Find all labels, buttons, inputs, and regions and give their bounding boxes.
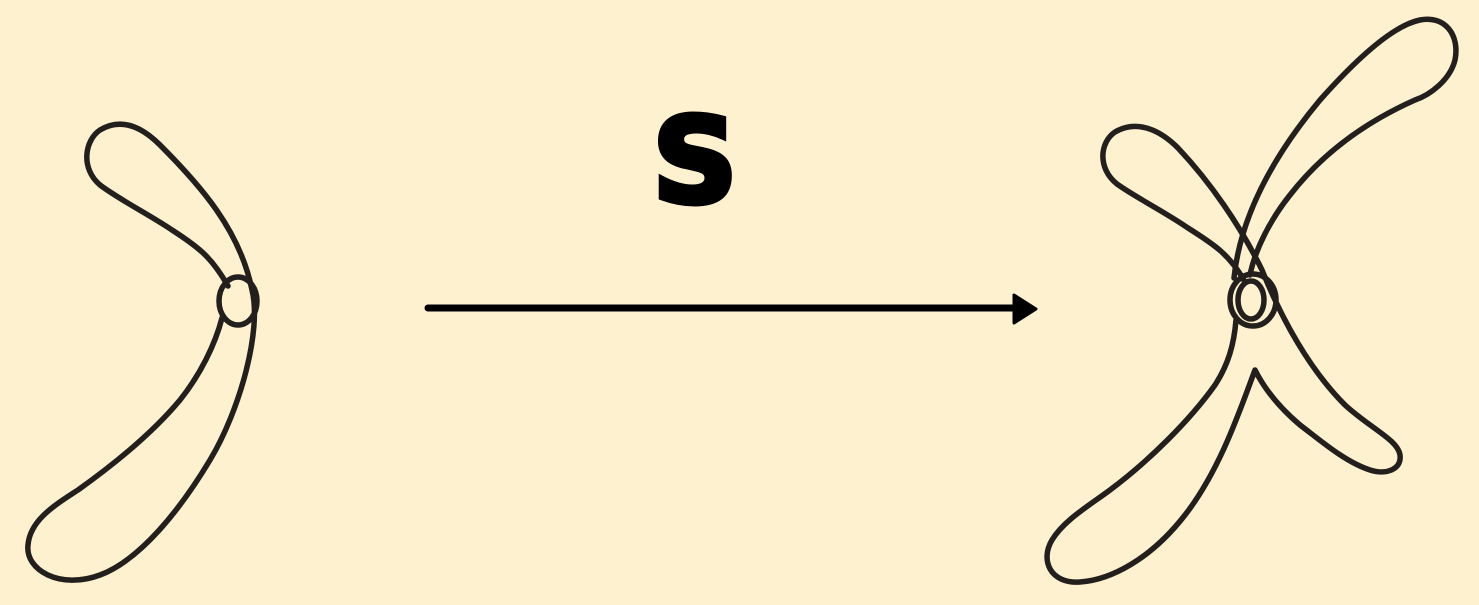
sister-chromatid-a-outline (1044, 123, 1403, 585)
replicated-chromosome (1044, 16, 1459, 585)
s-phase-label: S (650, 92, 741, 230)
centromere-inner (1235, 278, 1267, 322)
arrowhead (1012, 293, 1038, 325)
sister-chromatid-b-outline (1231, 16, 1459, 281)
unreplicated-chromosome (25, 121, 260, 583)
single-chromatid-outline (25, 121, 258, 583)
centromere (216, 274, 260, 328)
process-arrow (424, 293, 1038, 325)
centromere-outer (1227, 271, 1279, 329)
